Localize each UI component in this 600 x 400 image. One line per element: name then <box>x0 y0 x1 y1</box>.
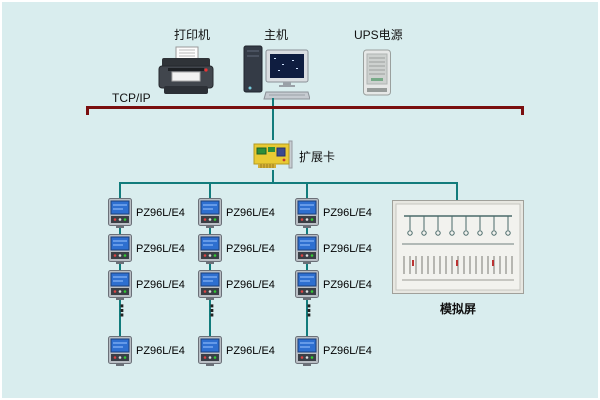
more-meters-ellipsis: ⋮ <box>301 303 317 320</box>
ups-label: UPS电源 <box>354 28 403 42</box>
power-meter-label: PZ96L/E4 <box>226 243 275 255</box>
tcpip-bus-right-tick <box>521 106 524 115</box>
wire-bus-to-card <box>272 109 274 140</box>
power-meter-label: PZ96L/E4 <box>226 207 275 219</box>
power-meter-icon <box>108 270 132 300</box>
distribution-line <box>119 182 458 184</box>
power-meter-icon <box>198 234 222 264</box>
wire-host-to-bus <box>272 98 274 106</box>
more-meters-ellipsis: ⋮ <box>114 303 130 320</box>
power-meter-label: PZ96L/E4 <box>136 243 185 255</box>
expansion-card-label: 扩展卡 <box>299 150 336 164</box>
more-meters-ellipsis: ⋮ <box>204 303 220 320</box>
wire-column-1 <box>119 183 121 351</box>
power-meter-label: PZ96L/E4 <box>323 243 372 255</box>
power-meter-label: PZ96L/E4 <box>226 279 275 291</box>
host-label: 主机 <box>264 28 289 42</box>
power-meter-icon <box>295 336 319 366</box>
power-meter-label: PZ96L/E4 <box>323 207 372 219</box>
power-meter-icon <box>198 336 222 366</box>
tcpip-label: TCP/IP <box>112 91 151 105</box>
wire-column-2 <box>209 183 211 351</box>
power-meter-label: PZ96L/E4 <box>323 345 372 357</box>
power-meter-label: PZ96L/E4 <box>323 279 372 291</box>
power-meter-icon <box>295 234 319 264</box>
ups-icon <box>362 48 392 98</box>
power-meter-label: PZ96L/E4 <box>136 345 185 357</box>
power-meter-label: PZ96L/E4 <box>136 207 185 219</box>
tcpip-bus-line <box>86 106 524 109</box>
printer-label: 打印机 <box>174 28 211 42</box>
power-meter-icon <box>108 198 132 228</box>
power-meter-icon <box>108 336 132 366</box>
printer-icon <box>154 46 218 102</box>
power-meter-icon <box>198 198 222 228</box>
power-meter-label: PZ96L/E4 <box>136 279 185 291</box>
power-meter-icon <box>295 198 319 228</box>
host-computer-icon <box>242 44 310 102</box>
tcpip-bus-left-tick <box>86 106 89 115</box>
power-meter-icon <box>295 270 319 300</box>
expansion-card-icon <box>253 140 293 170</box>
mimic-panel-label: 模拟屏 <box>439 302 476 316</box>
wire-to-mimic-panel <box>456 183 458 200</box>
power-meter-icon <box>198 270 222 300</box>
wire-column-3 <box>306 183 308 351</box>
power-meter-label: PZ96L/E4 <box>226 345 275 357</box>
power-meter-icon <box>108 234 132 264</box>
mimic-panel-image <box>392 200 524 294</box>
wire-card-to-distribution <box>272 170 274 183</box>
